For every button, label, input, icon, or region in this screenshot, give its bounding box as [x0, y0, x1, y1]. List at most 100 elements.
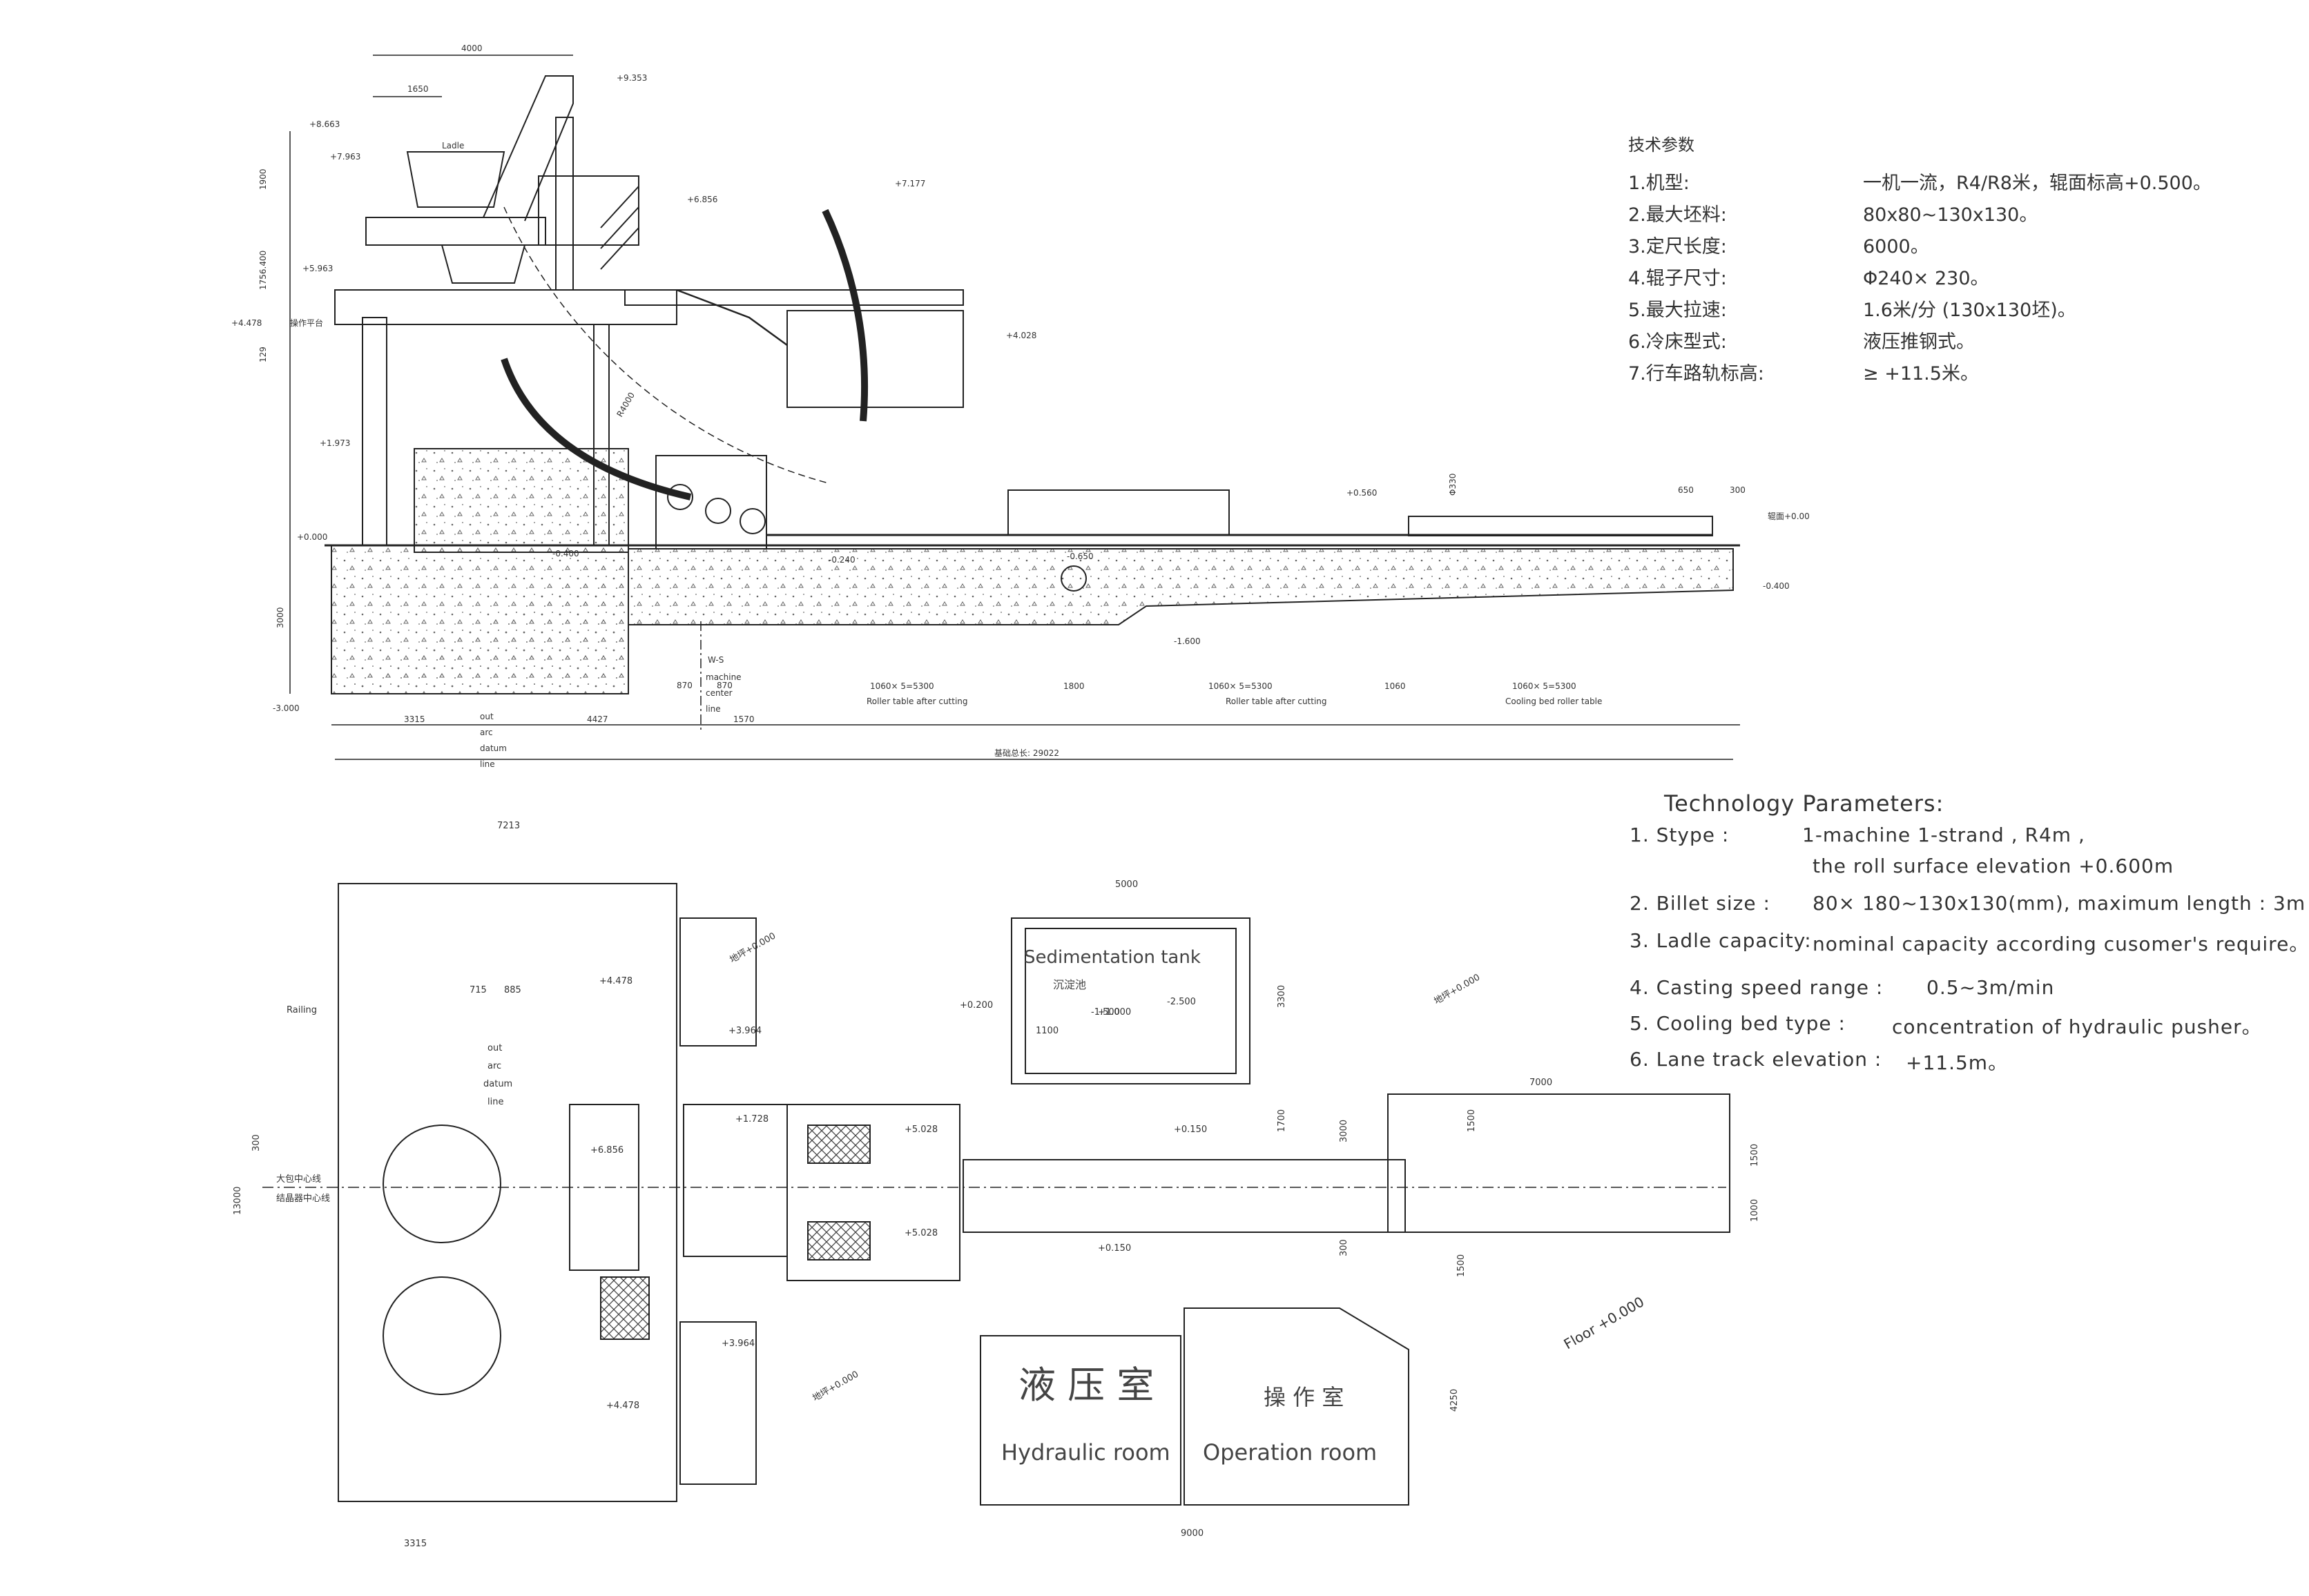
elev-platform — [334, 289, 677, 325]
plan-label-out: out — [487, 1043, 502, 1053]
elev-cooling-bed-frame-2 — [1408, 516, 1713, 536]
tech-params-en-row: 4. Casting speed range : 0.5~3m/min — [1630, 976, 2054, 1012]
tech-params-en-row: 1. Stype : 1-machine 1-strand , R4m , — [1630, 824, 2085, 855]
plan-stair-left — [679, 917, 757, 1047]
elev-dim-1650: 1650 — [407, 84, 429, 94]
elev-vertical-dim: 129 — [258, 347, 268, 362]
elev-level: +7.177 — [895, 179, 925, 188]
plan-floor-level: 地坪+0.000 — [1433, 972, 1482, 1006]
elev-level: +8.663 — [309, 119, 340, 129]
elev-stair-tower — [538, 175, 639, 246]
plan-dim: 715 — [470, 985, 487, 995]
elev-level: +6.856 — [687, 195, 717, 204]
plan-hatch — [807, 1125, 871, 1164]
elev-roll-2 — [705, 498, 731, 524]
tech-params-cn-row: 3.定尺长度: 6000。 — [1628, 231, 1929, 263]
elev-bottom-dim: 1060× 5=5300 — [1208, 681, 1273, 691]
tech-cn-value: 1.6米/分 (130x130坯)。 — [1863, 300, 2076, 321]
plan-stair-steps — [600, 1276, 650, 1340]
elev-section-label: Roller table after cutting — [1226, 697, 1327, 706]
tech-en-key: 6. Lane track elevation : — [1630, 1048, 1882, 1071]
elev-strand-arc — [501, 358, 692, 500]
drawing-sheet: Ladle 4000 1650 +9.353 +8.663 +7.963 +7.… — [231, 43, 1810, 1549]
plan-dim: 1500 — [1456, 1254, 1467, 1277]
plan-level: +0.200 — [960, 1000, 993, 1011]
elev-label-machine: machine — [706, 672, 742, 682]
plan-dim: 1500 — [1750, 1144, 1760, 1167]
tech-en-key: 1. Stype : — [1630, 824, 1730, 846]
elev-bottom-dim: 3315 — [404, 714, 425, 724]
elev-level: -1.600 — [1174, 636, 1201, 646]
plan-dim: 9000 — [1181, 1528, 1204, 1539]
hydraulic-room-en: Hydraulic room — [1001, 1439, 1170, 1466]
plan-ladle-platform — [338, 883, 677, 1502]
elev-ladle — [406, 151, 505, 208]
elev-label-platform: 操作平台 — [290, 318, 323, 328]
elev-level: +4.028 — [1006, 331, 1036, 340]
elev-level: +1.973 — [320, 438, 350, 448]
elev-section-label: Roller table after cutting — [867, 697, 968, 706]
elev-bending-arc-guide — [822, 208, 868, 422]
elev-r4000-arc — [503, 206, 829, 484]
plan-label-line: line — [487, 1097, 503, 1107]
plan-dim: 4250 — [1449, 1389, 1460, 1412]
plan-label-railing: Railing — [287, 1005, 317, 1015]
tech-en-key: 4. Casting speed range : — [1630, 976, 1884, 999]
elev-bottom-dim: 1060× 5=5300 — [870, 681, 934, 691]
tech-cn-key: 2.最大坯料: — [1628, 204, 1727, 226]
tech-cn-key: 1.机型: — [1628, 173, 1690, 194]
plan-level: +3.964 — [728, 1026, 762, 1036]
elev-label-datum: datum — [480, 743, 507, 753]
tech-params-en-row: 5. Cooling bed type : concentration of h… — [1630, 1012, 2261, 1048]
elev-label-ws: W-S — [708, 655, 724, 665]
tech-cn-key: 4.辊子尺寸: — [1628, 268, 1727, 289]
elev-dim-4000: 4000 — [461, 43, 483, 53]
elev-level: -0.400 — [1763, 581, 1790, 591]
tech-en-value: concentration of hydraulic pusher。 — [1892, 1015, 2262, 1038]
tech-cn-key: 5.最大拉速: — [1628, 300, 1727, 321]
elev-upper-deck — [365, 217, 546, 246]
elev-foundation-profile — [331, 548, 1734, 694]
tech-cn-key: 3.定尺长度: — [1628, 236, 1727, 257]
plan-view — [262, 883, 1730, 1506]
plan-label-ladle-cl: 大包中心线 — [276, 1174, 321, 1185]
plan-dim: 300 — [1339, 1239, 1349, 1256]
plan-level: +0.150 — [1098, 1243, 1131, 1254]
elev-ladle-column — [362, 317, 387, 546]
tech-params-cn-row: 6.冷床型式: 液压推钢式。 — [1628, 327, 1975, 358]
elev-level: +0.000 — [297, 532, 327, 542]
elev-deck-walkway — [624, 289, 964, 306]
tech-cn-key: 6.冷床型式: — [1628, 331, 1727, 353]
plan-dim: 7213 — [497, 821, 520, 831]
plan-dim: 1000 — [1750, 1199, 1760, 1222]
tech-params-en-row: 3. Ladle capacity: nominal capacity acco… — [1630, 929, 2308, 976]
tech-params-cn: 技术参数 1.机型: 一机一流，R4/R8米，辊面标高+0.500。 2.最大坯… — [1628, 131, 2212, 390]
tech-en-value: 1-machine 1-strand , R4m , — [1802, 824, 2085, 846]
elev-level: +0.560 — [1346, 488, 1377, 498]
plan-sed-tank — [1011, 917, 1250, 1084]
plan-dim: 300 — [251, 1134, 262, 1151]
operation-room-en: Operation room — [1203, 1439, 1377, 1466]
elev-section-label: Cooling bed roller table — [1505, 697, 1602, 706]
plan-dim: 5000 — [1115, 879, 1138, 890]
tech-cn-value: 80x80~130x130。 — [1863, 204, 2038, 226]
tech-en-value: the roll surface elevation +0.600m — [1813, 855, 2174, 877]
elev-level: +7.963 — [330, 152, 360, 162]
elev-stairway-diagonal — [676, 289, 788, 347]
elev-bottom-dim: 870 — [717, 681, 733, 690]
plan-dim: 1100 — [1036, 1026, 1059, 1036]
elev-level: -0.400 — [552, 549, 579, 558]
tech-cn-value: 6000。 — [1863, 236, 1929, 257]
elev-tundish — [441, 244, 526, 284]
elev-label-line: line — [706, 704, 721, 714]
plan-mould-area — [683, 1104, 788, 1257]
elev-roll-3 — [740, 508, 766, 534]
hydraulic-room-cn: 液 压 室 — [1018, 1363, 1154, 1407]
elev-turret-post — [555, 117, 574, 291]
elev-bottom-dim: 650 — [1678, 485, 1694, 495]
elev-concrete-foundation-2 — [414, 448, 629, 553]
plan-annotations: 7213 13000 3315 715 885 300 5000 3300 17… — [233, 821, 1760, 1549]
plan-hatch-2 — [807, 1221, 871, 1261]
tech-en-value: nominal capacity according cusomer's req… — [1813, 933, 2309, 955]
elev-cooling-deck — [786, 310, 964, 408]
